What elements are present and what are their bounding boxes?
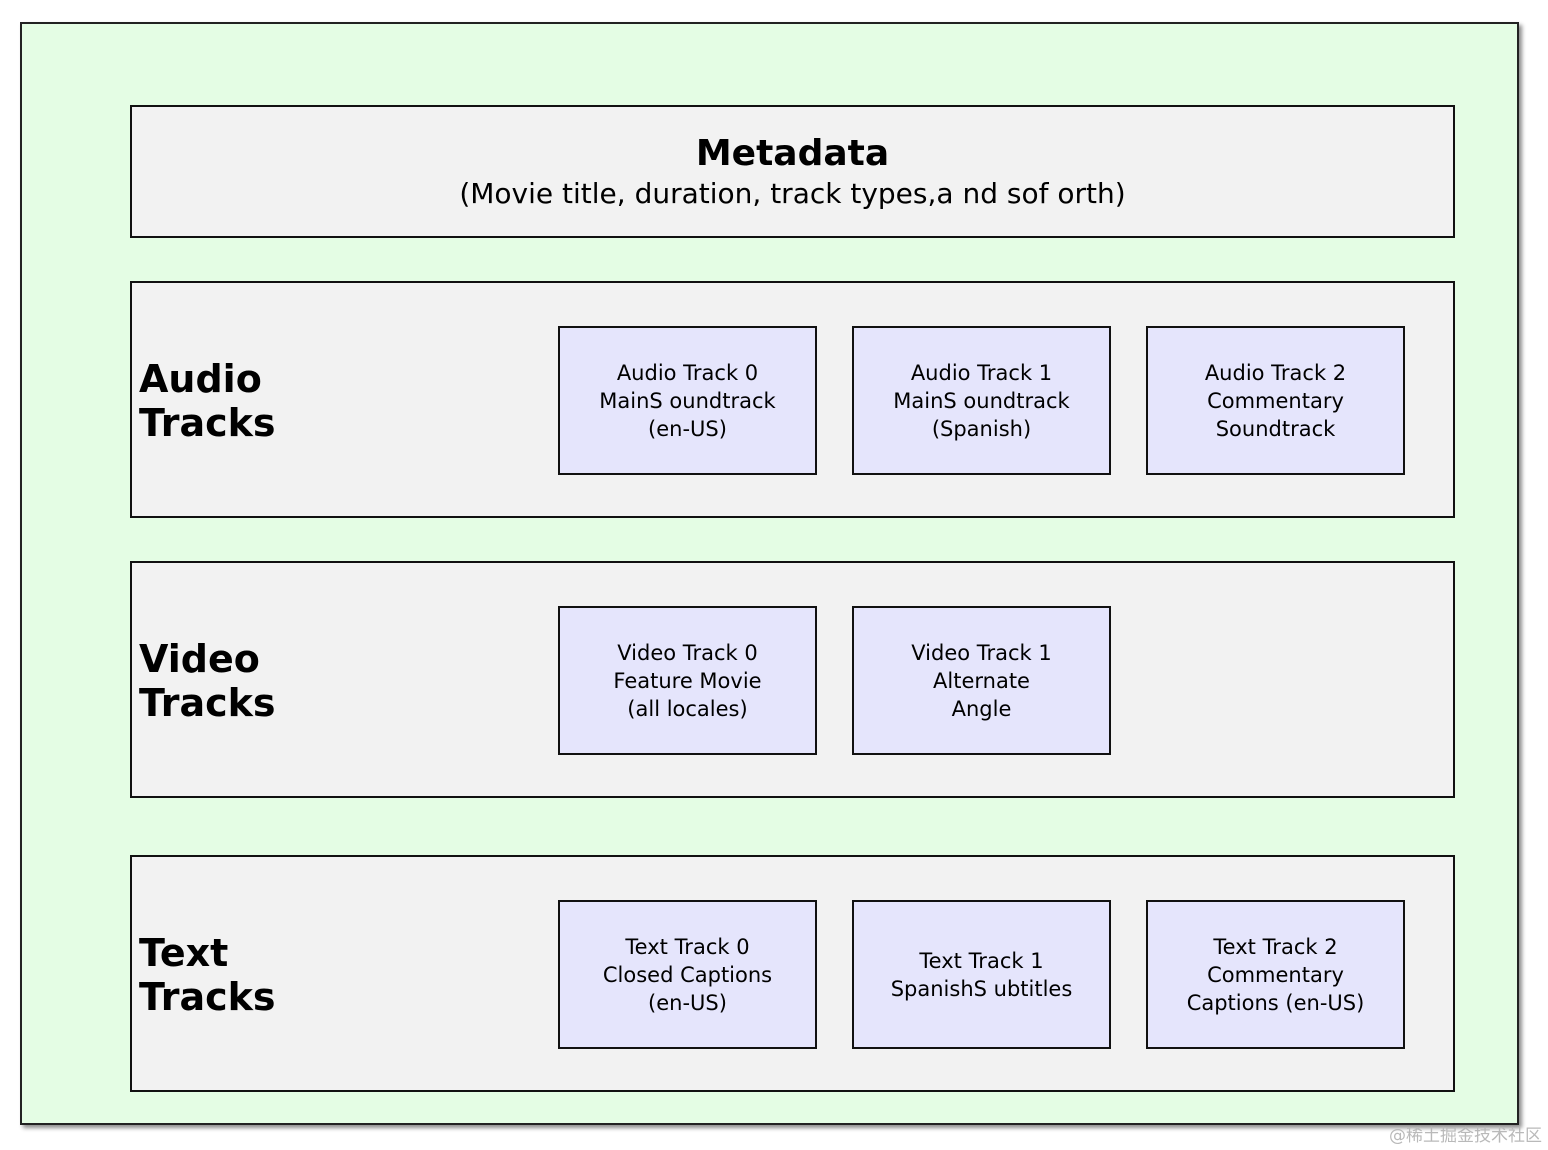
audio-tracks-label: Audio Tracks (139, 357, 276, 445)
audio-track-2: Audio Track 2 Commentary Soundtrack (1146, 326, 1405, 475)
metadata-title: Metadata (695, 133, 890, 174)
audio-tracks-panel: Audio Tracks Audio Track 0 MainS oundtra… (130, 281, 1455, 518)
text-track-1: Text Track 1 SpanishS ubtitles (852, 900, 1111, 1049)
video-tracks-label: Video Tracks (139, 637, 276, 725)
diagram-frame: Metadata (Movie title, duration, track t… (20, 22, 1519, 1125)
video-track-0: Video Track 0 Feature Movie (all locales… (558, 606, 817, 755)
metadata-subtitle: (Movie title, duration, track types,a nd… (459, 177, 1126, 210)
video-tracks-panel: Video Tracks Video Track 0 Feature Movie… (130, 561, 1455, 798)
text-tracks-panel: Text Tracks Text Track 0 Closed Captions… (130, 855, 1455, 1092)
text-track-2: Text Track 2 Commentary Captions (en-US) (1146, 900, 1405, 1049)
metadata-panel: Metadata (Movie title, duration, track t… (130, 105, 1455, 238)
audio-track-1: Audio Track 1 MainS oundtrack (Spanish) (852, 326, 1111, 475)
watermark: @稀土掘金技术社区 (1389, 1126, 1542, 1146)
text-tracks-label: Text Tracks (139, 931, 276, 1019)
audio-track-0: Audio Track 0 MainS oundtrack (en-US) (558, 326, 817, 475)
video-track-1: Video Track 1 Alternate Angle (852, 606, 1111, 755)
text-track-0: Text Track 0 Closed Captions (en-US) (558, 900, 817, 1049)
